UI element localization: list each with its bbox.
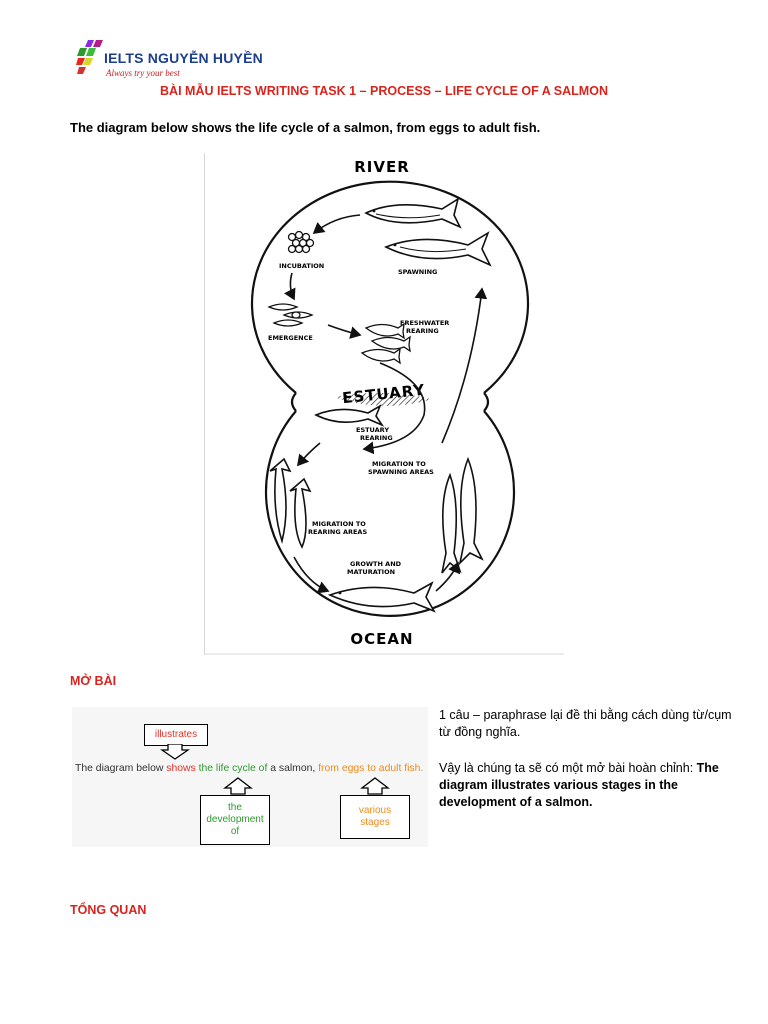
callout-line: various	[358, 805, 392, 816]
note-complete-intro: Vậy là chúng ta sẽ có một mở bài hoàn ch…	[439, 760, 739, 811]
label-maturation: MATURATION	[347, 568, 395, 576]
callout-various-stages: various stages	[340, 795, 410, 839]
sentence-from-eggs: from eggs to adult fish.	[318, 763, 424, 774]
section-intro-heading: MỞ BÀI	[70, 674, 117, 688]
salmon-fish-icon	[384, 231, 492, 267]
sentence-part: The diagram below	[75, 763, 167, 774]
note-paraphrase: 1 câu – paraphrase lại đề thi bằng cách …	[439, 708, 732, 739]
callout-line: stages	[360, 817, 390, 828]
arrow-up-icon	[360, 777, 390, 795]
alevin-icon	[267, 303, 314, 327]
page-title: BÀI MẪU IELTS WRITING TASK 1 – PROCESS –…	[160, 84, 608, 98]
smolt-fish-icon	[314, 404, 385, 427]
arrow-down-icon	[160, 744, 190, 760]
logo-mark-icon	[76, 40, 103, 74]
callout-line: of	[230, 826, 240, 837]
model-intro-sentence: The diagram illustrates various stages i…	[439, 761, 719, 809]
label-estuary-rearing: ESTUARY	[356, 426, 389, 434]
section-overview-heading: TỔNG QUAN	[70, 903, 147, 917]
cycle-arrows	[283, 214, 488, 594]
juvenile-salmon-icon	[289, 477, 312, 549]
arrow-up-icon	[223, 777, 253, 795]
logo: IELTS NGUYỄN HUYỀN Always try your best	[76, 38, 266, 86]
juvenile-salmon-icon	[269, 457, 292, 544]
label-incubation: INCUBATION	[279, 262, 324, 270]
sentence-verb: shows	[166, 763, 196, 774]
label-migration-rearing: MIGRATION TO	[312, 520, 366, 528]
label-migration-rearing-2: REARING AREAS	[308, 528, 367, 536]
adult-salmon-icon	[458, 456, 484, 566]
sentence-part: a salmon,	[267, 763, 319, 774]
ocean-salmon-icon	[327, 581, 436, 613]
label-growth: GROWTH AND	[350, 560, 402, 568]
ocean-circle	[264, 410, 516, 617]
logo-name: IELTS NGUYỄN HUYỀN	[104, 50, 263, 66]
sentence-life-cycle: the life cycle of	[195, 763, 268, 774]
label-migration-spawning: MIGRATION TO	[372, 460, 426, 468]
original-sentence: The diagram below shows the life cycle o…	[75, 763, 423, 774]
paraphrase-illustration: illustrates The diagram below shows the …	[72, 707, 428, 847]
note-lead: Vậy là chúng ta sẽ có một mở bài hoàn ch…	[439, 761, 697, 775]
ocean-label: OCEAN	[350, 630, 413, 648]
label-spawning: SPAWNING	[398, 268, 437, 276]
salmon-fish-icon	[364, 197, 462, 229]
callout-line: development	[206, 814, 264, 825]
task-prompt: The diagram below shows the life cycle o…	[70, 120, 541, 135]
salmon-life-cycle-diagram: RIVER OCEAN ESTUARY INCUBATION SPAWNING …	[204, 153, 564, 655]
label-migration-spawning-2: SPAWNING AREAS	[368, 468, 434, 476]
label-emergence: EMERGENCE	[268, 334, 313, 342]
callout-development: the development of	[200, 795, 270, 845]
river-circle	[250, 180, 530, 394]
callout-line: the	[228, 802, 242, 813]
eggs-icon	[287, 230, 315, 254]
fry-fish-icon	[360, 322, 411, 365]
logo-tagline: Always try your best	[106, 68, 180, 78]
adult-salmon-icon	[441, 472, 462, 574]
river-label: RIVER	[354, 158, 410, 176]
label-freshwater: FRESHWATER	[400, 319, 449, 327]
label-freshwater-rearing: REARING	[406, 327, 439, 335]
label-estuary-rearing-2: REARING	[360, 434, 393, 442]
callout-illustrates: illustrates	[144, 724, 208, 746]
